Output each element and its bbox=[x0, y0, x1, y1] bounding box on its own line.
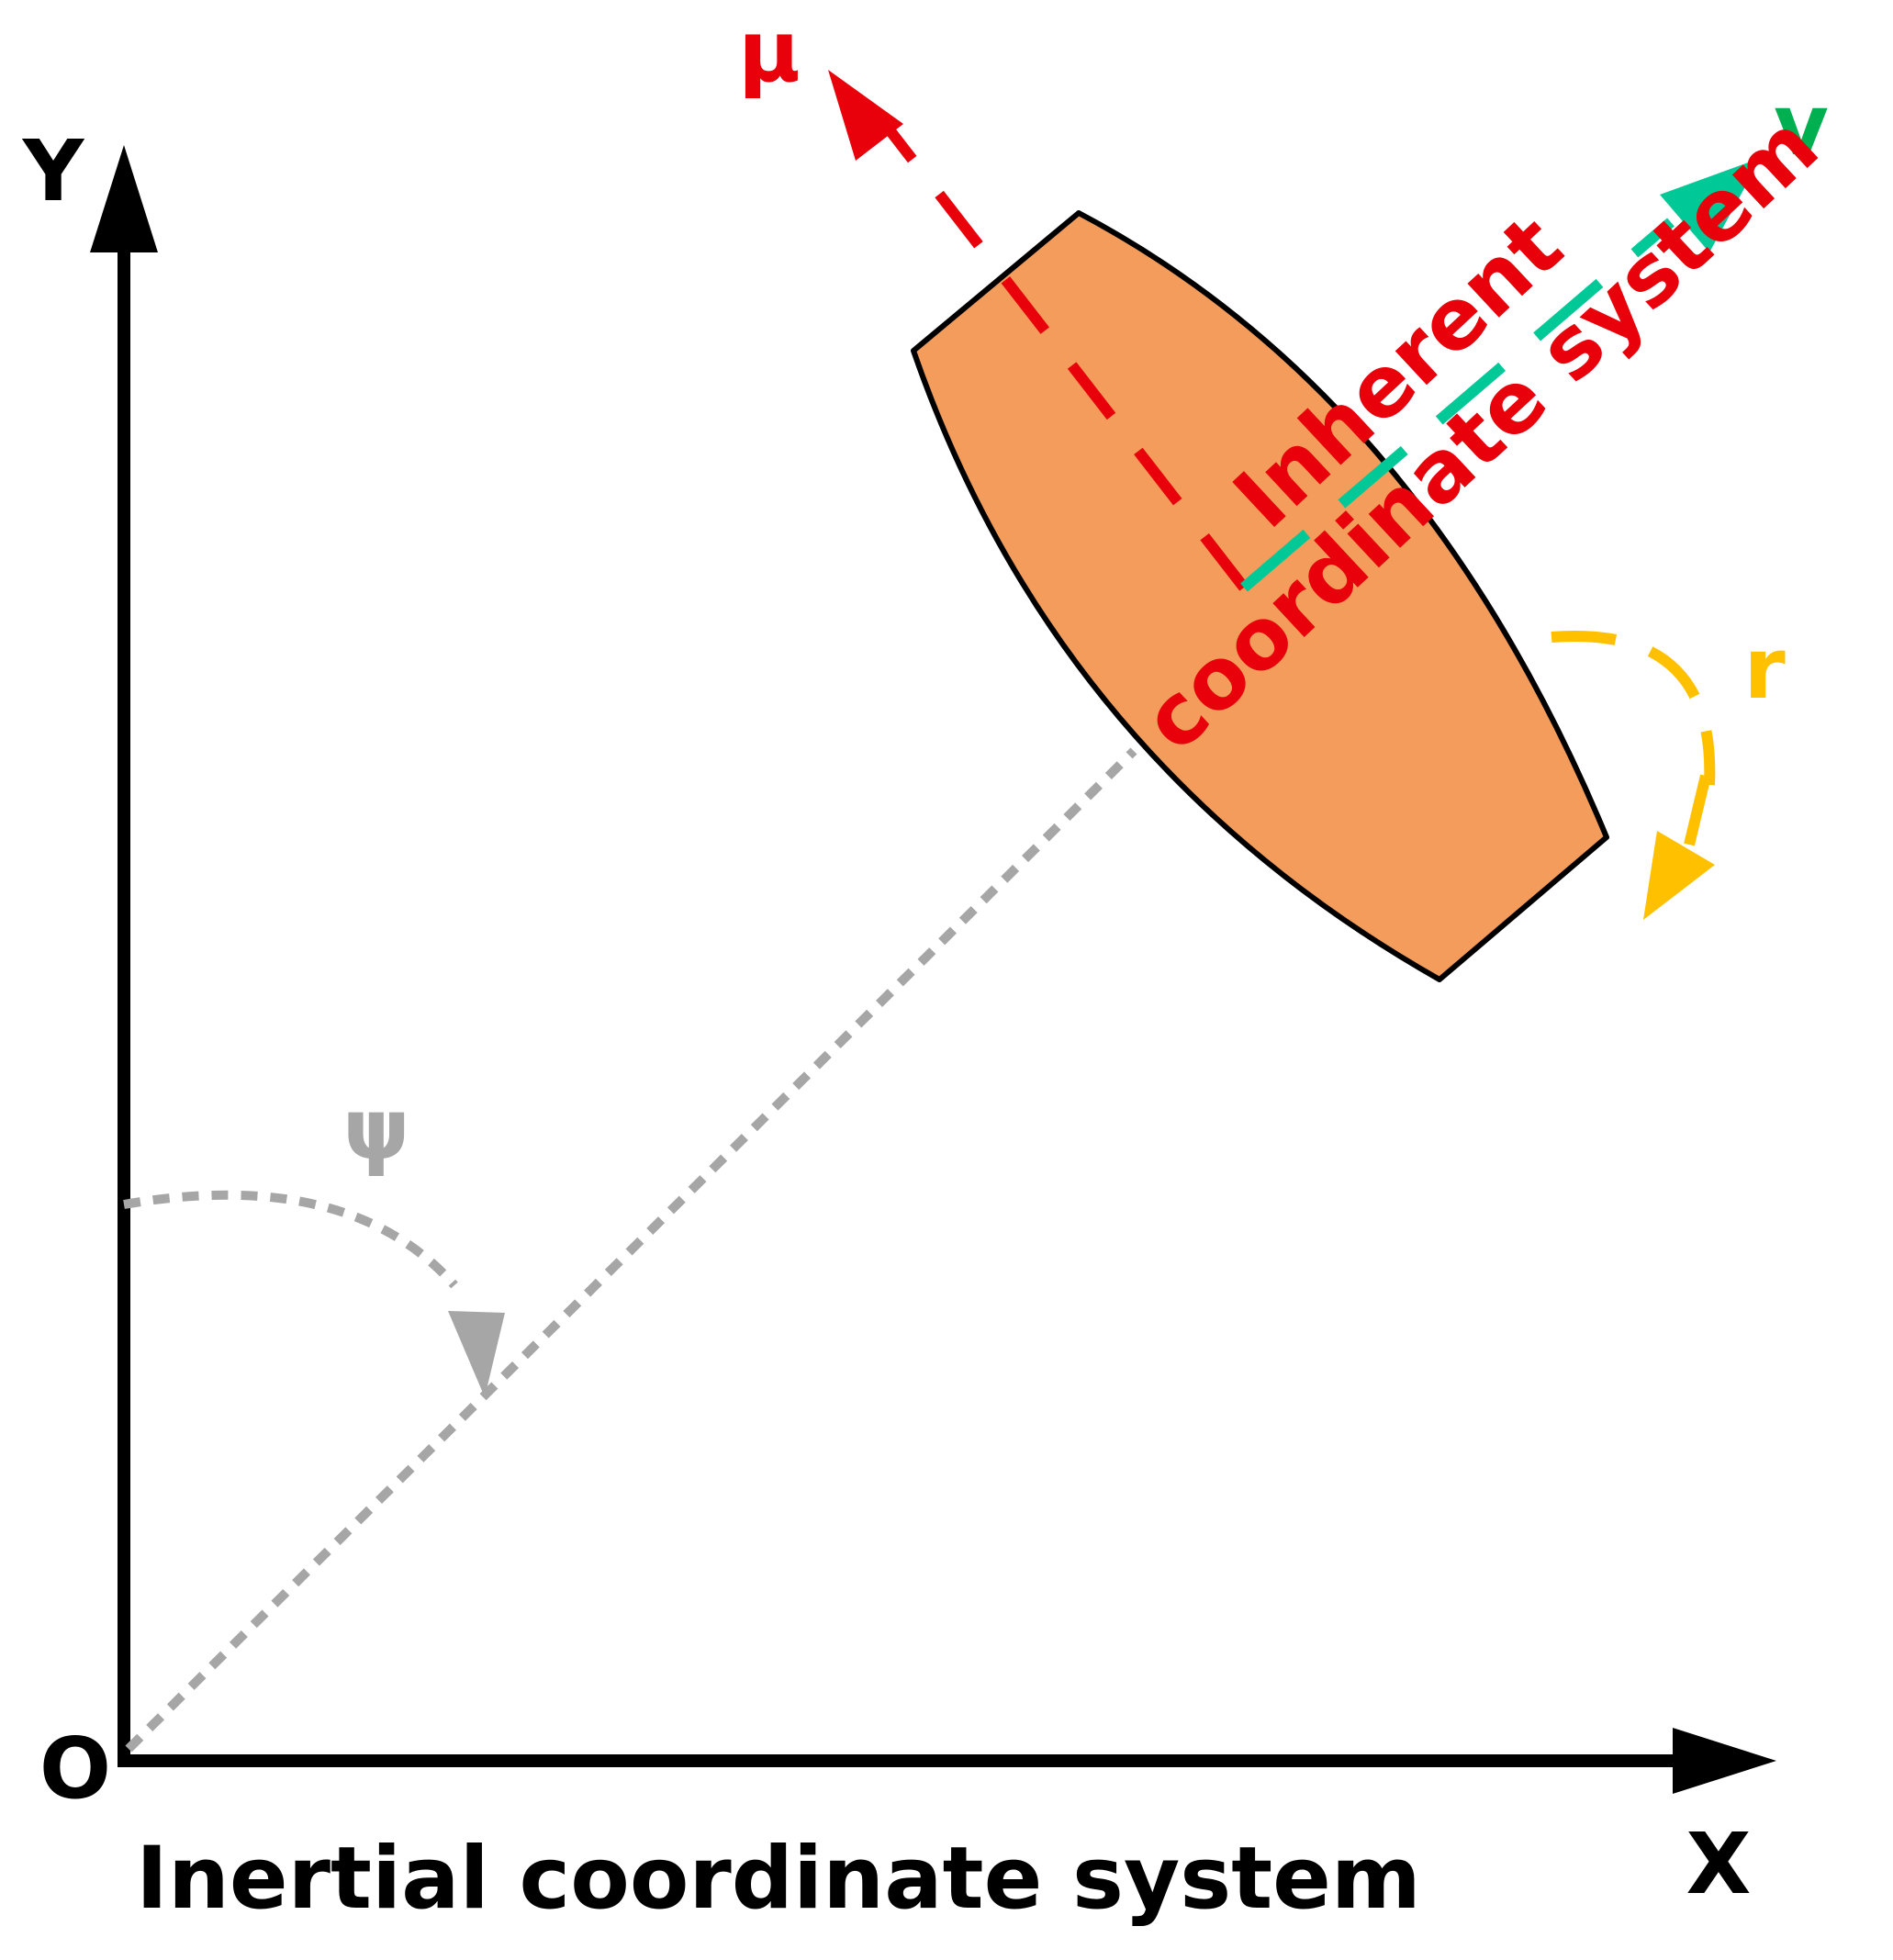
mu-axis-arrowhead bbox=[828, 70, 903, 161]
r-arc-arrowhead bbox=[1643, 831, 1715, 920]
x-axis-arrowhead bbox=[1673, 1728, 1776, 1794]
x-axis bbox=[118, 1728, 1776, 1794]
r-rotation-arc-tail bbox=[1684, 774, 1711, 846]
mu-label: μ bbox=[738, 3, 801, 101]
psi-arc-arrowhead bbox=[448, 1311, 505, 1397]
v-axis-arrowhead bbox=[1660, 158, 1761, 252]
origin-label: O bbox=[39, 1719, 111, 1818]
x-axis-label: X bbox=[1686, 1815, 1752, 1913]
inertial-label: Inertial coordinate system bbox=[136, 1829, 1421, 1929]
y-axis bbox=[90, 145, 158, 1761]
r-rotation-arc bbox=[1551, 631, 1716, 786]
v-axis-line bbox=[1240, 218, 1675, 592]
y-axis-label: Y bbox=[22, 122, 85, 220]
r-label: r bbox=[1743, 620, 1786, 718]
v-label: v bbox=[1774, 76, 1829, 174]
y-axis-arrowhead bbox=[90, 145, 158, 252]
mu-axis-line bbox=[877, 116, 1249, 591]
vessel-body bbox=[911, 210, 1609, 982]
psi-label: ψ bbox=[342, 1081, 409, 1179]
position-vector-line bbox=[125, 747, 1137, 1753]
psi-angle-arc bbox=[123, 1190, 458, 1289]
